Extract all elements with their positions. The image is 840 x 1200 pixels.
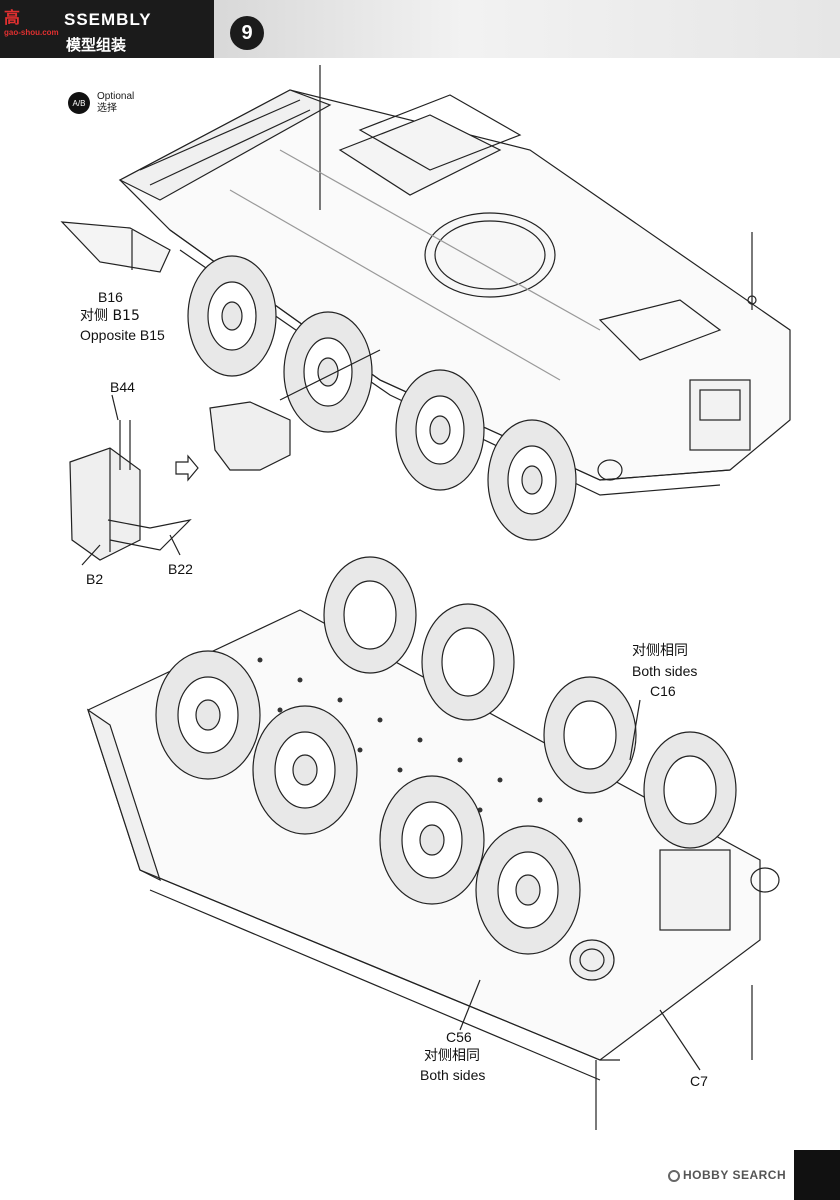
label-b16-en: Opposite B15 [80, 327, 165, 343]
label-c16: C16 [650, 683, 676, 699]
section-title-cn: 模型组装 [66, 36, 127, 54]
step-number-badge: 9 [230, 16, 264, 50]
page-corner-tab [794, 1150, 840, 1200]
header-bar [0, 0, 214, 58]
part-b16 [60, 221, 171, 273]
lower-wheels [155, 556, 737, 955]
label-b16-cn: 对侧 B15 [80, 308, 140, 324]
hobby-search-watermark: HOBBY SEARCH [668, 1168, 786, 1182]
label-c56: C56 [446, 1029, 472, 1045]
part-mudflap-installed [209, 401, 291, 471]
label-b22: B22 [168, 561, 193, 577]
watermark-text: HOBBY SEARCH [683, 1168, 787, 1182]
label-c56-en: Both sides [420, 1067, 486, 1083]
direction-arrow [175, 454, 199, 482]
site-logo[interactable]: 高 gao-shou.com [4, 4, 64, 38]
optional-legend: Optional 选择 [97, 91, 134, 115]
upper-wheels [187, 255, 577, 541]
section-title: SSEMBLY [64, 10, 152, 29]
label-b2: B2 [86, 571, 104, 587]
label-c56-cn: 对侧相同 [424, 1048, 480, 1064]
label-b44: B44 [110, 379, 135, 395]
optional-label-cn: 选择 [97, 103, 117, 114]
leader-c56 [459, 979, 481, 1031]
site-logo-text: 高 [4, 8, 22, 27]
optional-ab-icon: A/B [68, 92, 90, 114]
label-c7: C7 [690, 1073, 708, 1089]
hobby-search-icon [668, 1169, 680, 1182]
label-c16-cn: 对侧相同 [632, 643, 688, 659]
part-b2-assembly [69, 394, 192, 566]
site-logo-url: gao-shou.com [4, 28, 59, 37]
leader-c16 [629, 699, 641, 761]
header-stripe [214, 0, 840, 58]
upper-hull [118, 65, 791, 496]
leader-c7 [659, 1009, 701, 1071]
label-c16-en: Both sides [632, 663, 698, 679]
optional-label-en: Optional [97, 91, 135, 102]
label-b16: B16 [98, 289, 123, 305]
